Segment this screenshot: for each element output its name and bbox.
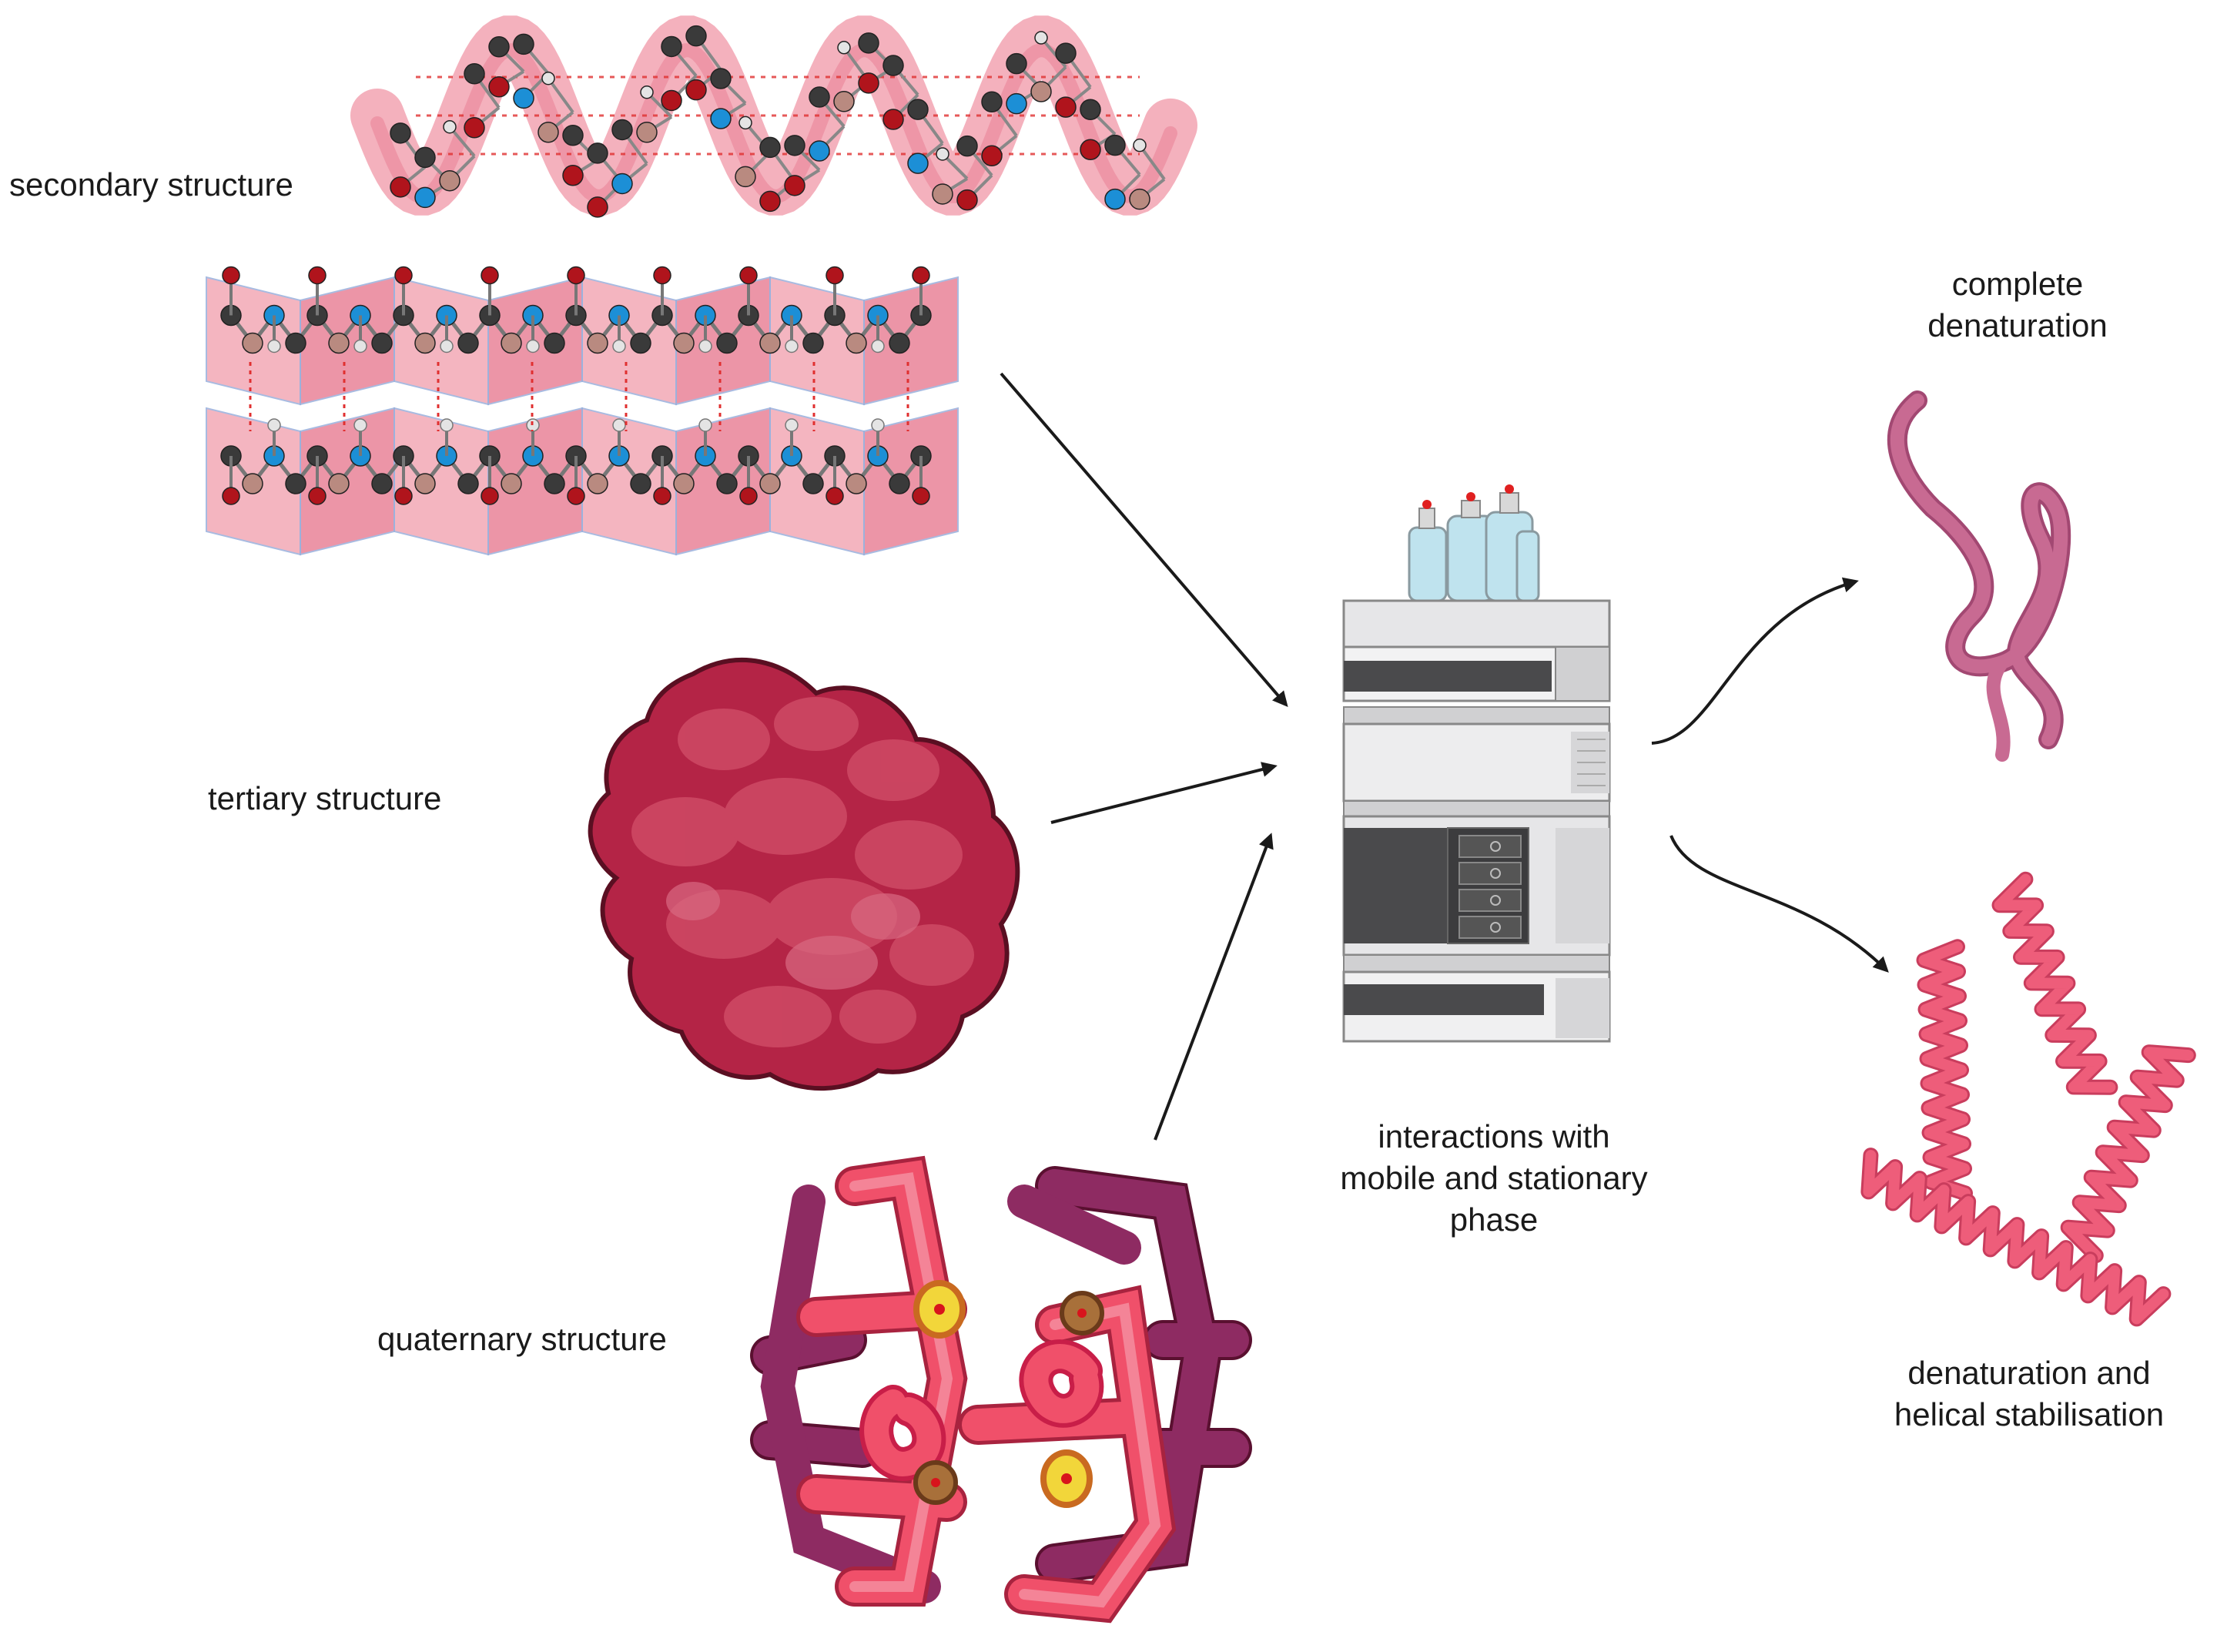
random-coil-icon [1887,390,2071,762]
hemoglobin-icon [750,1155,1252,1624]
arrow-complete [1651,577,1859,745]
globular-protein-icon [588,657,1020,1091]
arrows-out [1651,577,1889,973]
hplc-instrument-icon [1342,484,1611,1043]
complete-denaturation-line: complete [1951,266,2084,302]
arrow-secondary [1000,372,1288,708]
complete-denaturation-line: denaturation [1927,307,2108,343]
helix-fragments-icon [1860,871,2196,1327]
instrument-caption-line: interactions with [1378,1118,1610,1154]
beta-sheet-icon [206,266,959,556]
arrows-in [1000,372,1288,1141]
tertiary-structure-label: tertiary structure [208,780,442,816]
alpha-helix-icon [350,15,1197,218]
arrow-helical [1669,835,1889,973]
instrument-caption-line: phase [1449,1201,1539,1238]
instrument-caption: interactions with mobile and stationary … [1263,1116,1725,1241]
helical-stabilisation-line: denaturation and [1907,1355,2151,1391]
quaternary-structure-label: quaternary structure [377,1321,667,1357]
helical-stabilisation-line: helical stabilisation [1894,1396,2165,1433]
helical-stabilisation-label: denaturation and helical stabilisation [1848,1352,2210,1436]
instrument-caption-line: mobile and stationary [1340,1160,1648,1196]
arrow-quaternary [1154,833,1274,1141]
complete-denaturation-label: complete denaturation [1864,263,2172,347]
secondary-structure-label: secondary structure [9,166,293,203]
arrow-tertiary [1050,762,1278,824]
